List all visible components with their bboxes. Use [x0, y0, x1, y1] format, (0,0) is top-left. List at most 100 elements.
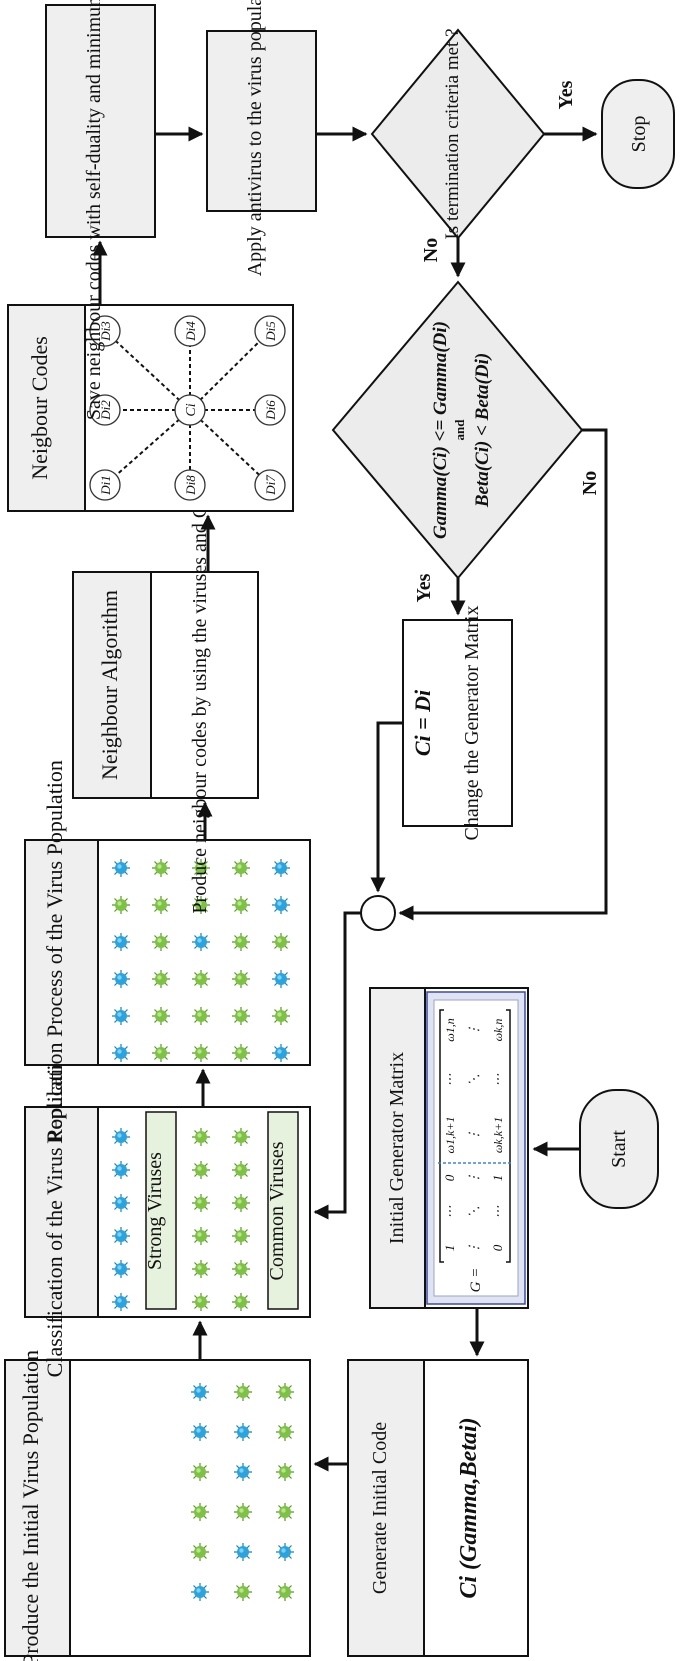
virus-icon-blue: [233, 1462, 253, 1482]
merge-node: [360, 895, 396, 931]
classification-text: Classification of the Virus Population: [42, 1047, 67, 1378]
virus-icon-green: [275, 1462, 295, 1482]
neighbour-node: [89, 469, 121, 501]
no-label-termination: No: [420, 238, 442, 262]
virus-icon-green: [231, 969, 251, 989]
neighbour-node-label: Di4: [183, 321, 198, 342]
virus-icon-blue: [275, 1542, 295, 1562]
virus-icon-green: [231, 1292, 251, 1312]
svg-text:Start: Start: [608, 1130, 630, 1168]
generator-matrix: G =1⋯0ω1,k+1⋯ω1,n⋮⋱⋮⋮⋱⋮0⋯1ωk,k+1⋯ωk,n: [438, 1009, 512, 1293]
virus-icon-green: [275, 1422, 295, 1442]
matrix-cell: ωk,k+1: [491, 1117, 505, 1153]
svg-text:No: No: [579, 471, 601, 495]
svg-text:Generate Initial Code: Generate Initial Code: [369, 1422, 391, 1594]
compare-decision: Gamma(Ci) <= Gamma(Di) and Beta(Ci) < Be…: [331, 280, 584, 580]
matrix-cell: 0: [490, 1244, 505, 1251]
neighbour-node-label: Di7: [263, 475, 278, 496]
svg-text:Strong Viruses: Strong Viruses: [144, 1152, 166, 1270]
apply-antivirus-text: Apply antivirus to the virus population: [244, 0, 266, 276]
virus-icon-blue: [271, 895, 291, 915]
center-node: [174, 394, 206, 426]
virus-icon-green: [271, 1006, 291, 1026]
replication-text: Replication Process of the Virus Populat…: [42, 760, 67, 1144]
virus-icon-green: [233, 1502, 253, 1522]
virus-icon-green: [191, 969, 211, 989]
yes-label-termination: Yes: [555, 80, 577, 109]
neighbour-node-label: Di1: [98, 475, 113, 496]
svg-text:Initial Generator Matrix: Initial Generator Matrix: [386, 1052, 408, 1244]
change-generator-body: Change the Generator Matrix: [461, 606, 483, 841]
replication-step: Replication Process of the Virus Populat…: [24, 760, 311, 1144]
svg-text:Ci = Di: Ci = Di: [410, 689, 435, 756]
neighbour-node: [89, 315, 121, 347]
yes-label-compare: Yes: [413, 573, 435, 602]
center-node-label: Ci: [184, 403, 199, 416]
no-label-compare: No: [579, 471, 601, 495]
virus-icon-green: [191, 1160, 211, 1180]
virus-icon-green: [275, 1382, 295, 1402]
neighbour-codes-title: Neigbour Codes: [27, 336, 52, 480]
svg-text:Apply antivirus to the virus p: Apply antivirus to the virus population: [244, 0, 266, 276]
neighbour-node-label: Di8: [183, 475, 198, 496]
virus-icon-green: [151, 969, 171, 989]
virus-icon-green: [233, 1382, 253, 1402]
matrix-lhs: G =: [468, 1268, 484, 1293]
neighbour-node: [89, 394, 121, 426]
matrix-cell: ⋯: [490, 1074, 505, 1087]
virus-icon-green: [190, 1462, 210, 1482]
produce-population-text: Produce the Initial Virus Population: [18, 1350, 43, 1661]
svg-text:Neighbour Algorithm: Neighbour Algorithm: [97, 590, 122, 780]
matrix-cell: ⋯: [442, 1074, 457, 1087]
svg-text:Common Viruses: Common Viruses: [266, 1141, 288, 1280]
virus-icon-green: [231, 1043, 251, 1063]
svg-text:No: No: [420, 238, 442, 262]
virus-icon-blue: [111, 858, 131, 878]
generate-initial-code-formula: Ci (Gamma,Betai): [456, 1417, 482, 1598]
virus-icon-green: [151, 895, 171, 915]
matrix-cell: ⋱: [466, 1074, 481, 1087]
termination-decision: Is termination criteria met ?: [370, 28, 546, 240]
virus-icon-green: [191, 1226, 211, 1246]
compare-line2: Beta(Ci) < Beta(Di): [472, 353, 493, 508]
svg-text:Classification of the Virus Po: Classification of the Virus Population: [42, 1047, 67, 1378]
apply-antivirus-step: Apply antivirus to the virus population: [206, 0, 317, 276]
svg-text:Ci (Gamma,Betai): Ci (Gamma,Betai): [456, 1417, 482, 1598]
virus-icon-green: [191, 1193, 211, 1213]
change-generator-step: Ci = Di Change the Generator Matrix: [402, 606, 513, 841]
svg-text:Is termination criteria met ?: Is termination criteria met ?: [442, 28, 463, 239]
virus-icon-green: [231, 932, 251, 952]
virus-icon-blue: [190, 1582, 210, 1602]
neighbour-node: [254, 394, 286, 426]
svg-text:Save neighbour codes with self: Save neighbour codes with self-duality a…: [83, 0, 105, 420]
compare-and: and: [452, 419, 467, 441]
matrix-cell: 0: [442, 1174, 457, 1181]
produce-population-step: Produce the Initial Virus Population: [4, 1350, 311, 1661]
svg-text:Produce the Initial Virus Popu: Produce the Initial Virus Population: [18, 1350, 43, 1661]
classification-step: Classification of the Virus Population S…: [24, 1047, 311, 1378]
save-codes-text: Save neighbour codes with self-duality a…: [83, 0, 105, 420]
neighbour-node-label: Di3: [98, 321, 113, 342]
start-text: Start: [608, 1130, 630, 1168]
matrix-cell: ω1,k+1: [443, 1117, 457, 1154]
initial-generator-matrix-text: Initial Generator Matrix: [386, 1052, 408, 1244]
virus-icon-green: [151, 1043, 171, 1063]
virus-icon-blue: [111, 1043, 131, 1063]
virus-icon-blue: [111, 1193, 131, 1213]
virus-icon-green: [191, 1292, 211, 1312]
strong-viruses-label: [145, 1111, 177, 1310]
virus-icon-blue: [111, 969, 131, 989]
virus-icon-blue: [233, 1422, 253, 1442]
matrix-cell: ωk,n: [491, 1019, 505, 1042]
matrix-cell: 1: [490, 1175, 505, 1182]
termination-text: Is termination criteria met ?: [442, 28, 463, 239]
virus-icon-green: [275, 1502, 295, 1522]
svg-text:Produce neigbour codes by usin: Produce neigbour codes by using the viru…: [189, 456, 211, 913]
virus-icon-green: [191, 1006, 211, 1026]
compare-line1: Gamma(Ci) <= Gamma(Di): [430, 321, 451, 539]
change-generator-title: Ci = Di: [410, 689, 435, 756]
virus-icon-green: [231, 1006, 251, 1026]
virus-icon-green: [191, 1127, 211, 1147]
